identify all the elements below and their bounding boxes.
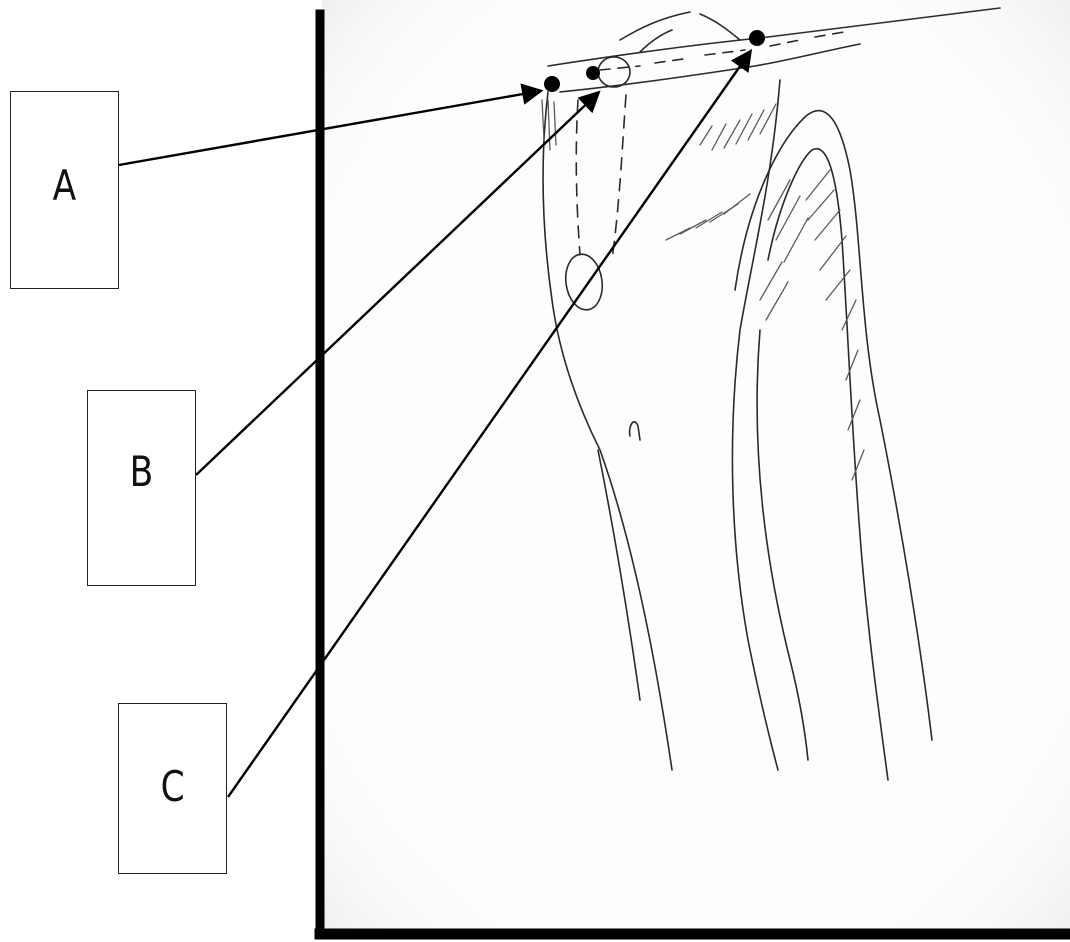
label-box-b: B: [87, 390, 196, 586]
label-box-c: C: [118, 703, 227, 874]
label-a: A: [53, 165, 77, 207]
label-b: B: [130, 451, 154, 493]
point-a: [544, 76, 560, 92]
point-c: [749, 30, 765, 46]
label-c: C: [160, 766, 184, 808]
sketch-panel-vignette: [322, 0, 1070, 930]
point-b: [586, 66, 600, 80]
label-box-a: A: [10, 91, 119, 289]
